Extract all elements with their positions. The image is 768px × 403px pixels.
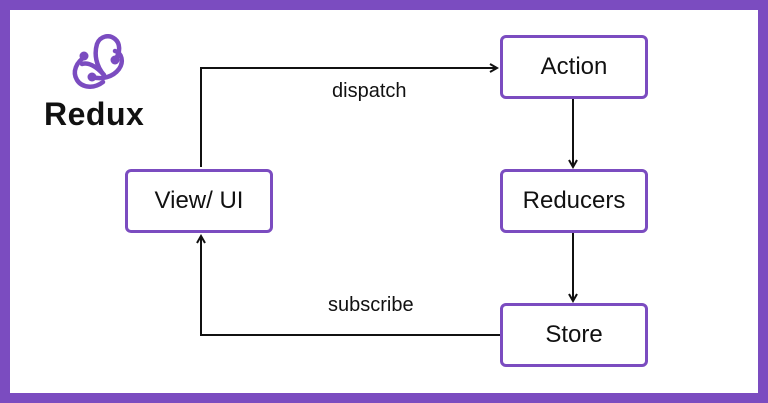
node-store: Store xyxy=(500,303,648,367)
arrow-subscribe xyxy=(201,236,500,336)
node-action: Action xyxy=(500,35,648,99)
edge-label-dispatch: dispatch xyxy=(332,80,407,102)
flow-arrows xyxy=(10,10,758,336)
brand-name: Redux xyxy=(44,96,145,132)
redux-logo-icon xyxy=(72,34,125,89)
arrow-dispatch xyxy=(200,68,497,167)
brand: Redux xyxy=(44,34,184,134)
node-reducers: Reducers xyxy=(500,169,648,233)
node-view-ui: View/ UI xyxy=(125,169,273,233)
diagram-frame: Redux Action Reducers Store View/ UI dis… xyxy=(10,10,758,393)
edge-label-subscribe: subscribe xyxy=(328,294,414,316)
